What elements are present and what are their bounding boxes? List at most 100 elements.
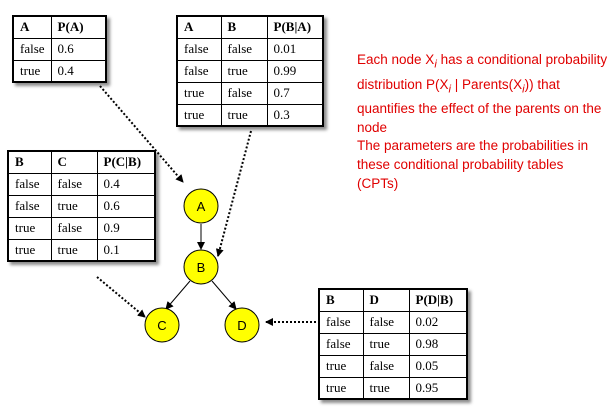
cpt-table-b: A B P(B|A) false false 0.01 false true 0…	[176, 15, 324, 127]
table-header-row: A B P(B|A)	[176, 15, 324, 39]
table-header-cell: D	[362, 288, 410, 312]
table-row: true true 0.3	[176, 103, 324, 127]
note-parameters: The parameters are the probabilities in …	[357, 136, 607, 193]
table-cell: true	[318, 354, 364, 378]
node-b: B	[183, 249, 219, 285]
table-cell: 0.99	[266, 59, 324, 83]
node-c: C	[144, 307, 180, 343]
table-cell: true	[176, 81, 222, 105]
table-cell: true	[50, 194, 98, 218]
table-header-row: B C P(C|B)	[7, 150, 156, 174]
note-conditional-distribution: Each node Xi has a conditional probabili…	[357, 50, 612, 137]
table-cell: false	[176, 59, 222, 83]
table-header-cell: P(C|B)	[96, 150, 156, 174]
table-cell: 0.4	[96, 172, 156, 196]
table-cell: false	[318, 310, 364, 334]
cpt-table-c: B C P(C|B) false false 0.4 false true 0.…	[7, 150, 156, 262]
table-header-cell: B	[220, 15, 268, 39]
node-d: D	[224, 307, 260, 343]
table-row: false false 0.4	[7, 172, 156, 196]
node-d-circle	[224, 307, 260, 343]
table-cell: true	[220, 103, 268, 127]
table-cell: false	[362, 354, 410, 378]
note-text: | Parents(X	[451, 76, 523, 92]
table-row: false true 0.98	[318, 332, 468, 356]
node-c-circle	[144, 307, 180, 343]
table-cell: false	[7, 194, 52, 218]
node-b-label: B	[197, 260, 206, 275]
note-text: The parameters are the probabilities in …	[357, 138, 589, 191]
table-cell: 0.01	[266, 37, 324, 61]
dotted-connector-a	[99, 85, 184, 183]
note-subscript: i	[522, 83, 525, 96]
table-cell: 0.98	[408, 332, 468, 356]
table-header-cell: P(D|B)	[408, 288, 468, 312]
table-cell: false	[12, 37, 52, 61]
node-a-label: A	[197, 199, 206, 214]
node-a-circle	[183, 188, 219, 224]
edge-b-d	[211, 280, 237, 310]
table-row: true true 0.95	[318, 376, 468, 400]
table-cell: 0.1	[96, 238, 156, 262]
node-b-circle	[183, 249, 219, 285]
table-cell: 0.02	[408, 310, 468, 334]
table-cell: 0.6	[96, 194, 156, 218]
table-header-row: B D P(D|B)	[318, 288, 468, 312]
table-cell: true	[318, 376, 364, 400]
note-text: has a conditional probability distributi…	[357, 52, 608, 92]
table-row: false true 0.99	[176, 59, 324, 83]
note-subscript: i	[448, 83, 452, 96]
table-header-cell: P(B|A)	[266, 15, 324, 39]
node-d-label: D	[237, 318, 246, 333]
dotted-connector-b	[215, 130, 252, 257]
dotted-connector-c	[96, 276, 146, 318]
table-cell: 0.7	[266, 81, 324, 105]
table-cell: false	[220, 37, 268, 61]
table-cell: false	[176, 37, 222, 61]
table-cell: true	[50, 238, 98, 262]
node-c-label: C	[157, 318, 166, 333]
table-cell: 0.95	[408, 376, 468, 400]
table-cell: 0.6	[50, 37, 107, 61]
table-cell: false	[50, 216, 98, 240]
note-subscript: i	[434, 58, 437, 71]
cpt-table-a: A P(A) false 0.6 true 0.4	[12, 15, 107, 83]
table-header-cell: B	[7, 150, 52, 174]
table-header-row: A P(A)	[12, 15, 107, 39]
table-row: true false 0.9	[7, 216, 156, 240]
table-cell: true	[362, 332, 410, 356]
table-cell: 0.05	[408, 354, 468, 378]
table-cell: false	[220, 81, 268, 105]
note-text: Each node X	[357, 52, 435, 67]
table-header-cell: B	[318, 288, 364, 312]
table-row: true true 0.1	[7, 238, 156, 262]
table-cell: true	[7, 238, 52, 262]
edge-b-c	[165, 280, 191, 310]
table-cell: true	[176, 103, 222, 127]
table-header-cell: A	[176, 15, 222, 39]
table-cell: true	[362, 376, 410, 400]
table-header-cell: C	[50, 150, 98, 174]
table-cell: 0.3	[266, 103, 324, 127]
table-row: true false 0.7	[176, 81, 324, 105]
table-cell: false	[362, 310, 410, 334]
table-cell: true	[220, 59, 268, 83]
table-cell: false	[7, 172, 52, 196]
table-cell: false	[318, 332, 364, 356]
table-cell: 0.9	[96, 216, 156, 240]
table-cell: false	[50, 172, 98, 196]
table-row: false false 0.02	[318, 310, 468, 334]
table-cell: true	[7, 216, 52, 240]
table-row: true false 0.05	[318, 354, 468, 378]
table-cell: true	[12, 59, 52, 83]
table-cell: 0.4	[50, 59, 107, 83]
node-a: A	[183, 188, 219, 224]
note-text: )) that quantifies the effect of the par…	[357, 76, 602, 136]
cpt-table-d: B D P(D|B) false false 0.02 false true 0…	[318, 288, 468, 400]
table-header-cell: P(A)	[50, 15, 107, 39]
table-header-cell: A	[12, 15, 52, 39]
table-row: false 0.6	[12, 37, 107, 61]
table-row: false false 0.01	[176, 37, 324, 61]
table-row: false true 0.6	[7, 194, 156, 218]
